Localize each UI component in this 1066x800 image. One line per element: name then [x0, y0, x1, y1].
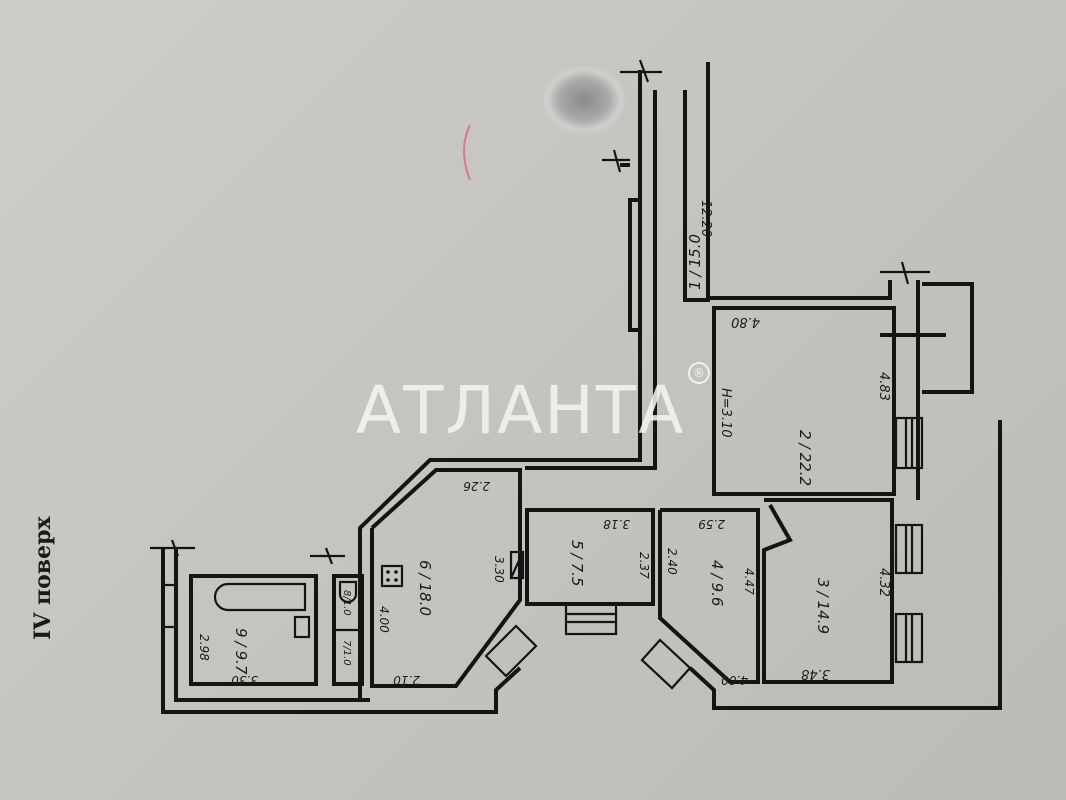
room-2-height: H=3.10: [718, 388, 733, 438]
room-2-dim-top: 4.80: [731, 314, 760, 329]
room-5-dim-top: 3.18: [603, 517, 630, 531]
room-4-label: 4/9.6: [708, 560, 726, 606]
sink-icon: [293, 615, 311, 639]
break-marks: [150, 59, 930, 565]
floor-label: IV поверх: [30, 516, 56, 640]
blurred-stamp: [545, 68, 623, 132]
room-4-outline: [658, 508, 760, 684]
room-6-outline: [370, 468, 522, 688]
room-3-outline: [762, 498, 894, 684]
room-4-dim-right: 4.47: [742, 568, 756, 595]
toilet-icon: [338, 580, 358, 604]
room-2-dim-side: 4.83: [876, 372, 891, 401]
bathtub-icon: [213, 582, 307, 612]
room-5-label: 5/7.5: [568, 540, 586, 586]
room-4-dim-bottom: 4.00: [721, 673, 748, 687]
room-3-dim-side: 4.32: [876, 568, 891, 597]
room-4-dim-top: 2.59: [698, 517, 725, 531]
room-2-outline: [712, 306, 896, 496]
room-1-dim: 12.20: [698, 200, 713, 237]
room-9-dim-side: 2.98: [197, 634, 211, 661]
room-6-dim-bottom: 2.10: [393, 673, 420, 687]
room-5-outline: [525, 508, 655, 606]
room-2-label: 2/22.2: [796, 430, 814, 486]
room-1-label: 1/15.0: [686, 234, 704, 290]
room-9-dim-bottom: 3.30: [231, 673, 258, 687]
registered-mark-icon: ®: [688, 362, 710, 384]
stove-icon: [380, 564, 404, 588]
room-5-dim-side: 2.37: [637, 552, 651, 579]
room-6-label: 6/18.0: [416, 560, 434, 616]
room-3-label: 3/14.9: [814, 578, 832, 634]
room-6-dim-left: 4.00: [377, 606, 391, 633]
windows-right: [894, 416, 924, 664]
room-9-outline: [189, 574, 318, 686]
red-pen-mark: [463, 124, 471, 181]
outer-walls: [161, 62, 1002, 714]
brand-watermark: АТЛАНТА: [356, 372, 686, 449]
room-9-label: 9/9.7: [232, 628, 250, 675]
vent-icon: [509, 550, 525, 580]
windows-bottom: [161, 583, 692, 690]
room-8-label: 8/1.0: [341, 590, 352, 616]
room-4-dim-left: 2.40: [665, 548, 679, 575]
balcony: [922, 282, 974, 394]
room-7-label: 7/1.0: [341, 640, 352, 666]
room-3-dim-bottom: 3.48: [801, 666, 830, 681]
room-6-dim-top: 2.26: [463, 479, 490, 493]
room-6-dim-right: 3.30: [492, 556, 506, 583]
